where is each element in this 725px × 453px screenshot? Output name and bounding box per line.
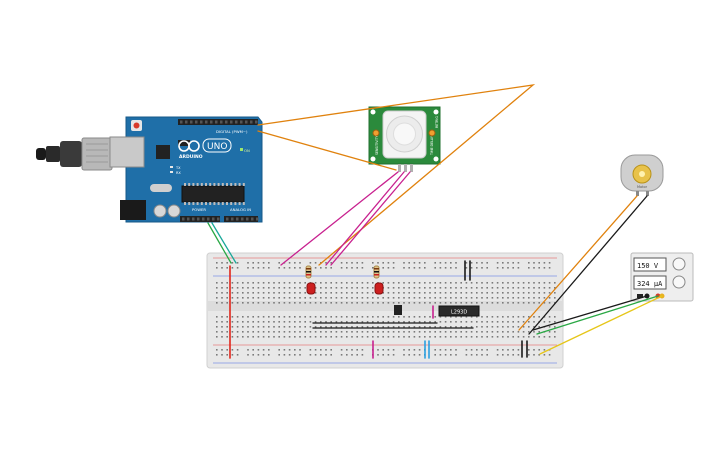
- digital-label: DIGITAL (PWM~): [216, 129, 248, 134]
- on-label: ON: [244, 148, 250, 153]
- dc-motor[interactable]: Motor: [620, 154, 664, 196]
- power-header-pins: [182, 217, 259, 221]
- rx-label: RX: [176, 171, 181, 175]
- wire-orange[interactable]: [518, 195, 638, 331]
- arduino-brand: ARDUINO: [179, 154, 203, 160]
- voltage-display: 150 V: [637, 262, 659, 270]
- wire-teal[interactable]: [211, 222, 237, 264]
- wire-green[interactable]: [207, 222, 232, 264]
- tx-label: TX: [175, 166, 181, 170]
- wire-orange[interactable]: [257, 84, 536, 266]
- wire-black[interactable]: [532, 295, 648, 331]
- power-label: POWER: [192, 207, 206, 212]
- pir-sensitivity-label: SENSITIVITY: [375, 136, 379, 155]
- wire-magenta[interactable]: [280, 171, 399, 266]
- wire-magenta[interactable]: [325, 171, 405, 266]
- pir-retrig-label: RETRIG: [435, 116, 439, 128]
- voltage-knob[interactable]: [672, 257, 686, 271]
- ic-label: L293D: [451, 310, 467, 316]
- pir-sensor[interactable]: SENSITIVITY TIME DELAY RETRIG: [368, 106, 441, 172]
- pir-delay-label: TIME DELAY: [430, 136, 434, 156]
- power-supply[interactable]: 150 V 324 µA: [630, 252, 694, 302]
- breadboard[interactable]: [206, 252, 564, 369]
- led-red[interactable]: [374, 282, 384, 295]
- wire-yellow[interactable]: [539, 295, 663, 355]
- push-button[interactable]: [394, 305, 402, 315]
- current-knob[interactable]: [672, 275, 686, 289]
- wire-green[interactable]: [536, 295, 659, 335]
- resistor[interactable]: [305, 265, 312, 279]
- breadboard-holes: [216, 262, 556, 356]
- led-red[interactable]: [306, 282, 316, 295]
- wire-magenta[interactable]: [330, 171, 411, 266]
- wires: [207, 84, 663, 359]
- resistor[interactable]: [373, 265, 380, 279]
- current-display: 324 µA: [637, 280, 663, 288]
- motor-label: Motor: [637, 185, 648, 189]
- arduino-uno[interactable]: ARDUINO UNO DIGITAL (PWM~) POWER ANALOG …: [36, 116, 263, 223]
- digital-header-pins: [180, 120, 258, 124]
- usb-cable: [36, 137, 113, 171]
- analog-label: ANALOG IN: [230, 207, 251, 212]
- atmega-pins: [184, 183, 245, 205]
- arduino-model: UNO: [207, 142, 227, 152]
- wire-black[interactable]: [528, 195, 648, 335]
- wire-orange[interactable]: [257, 130, 397, 171]
- l293d-ic[interactable]: L293D: [438, 305, 480, 317]
